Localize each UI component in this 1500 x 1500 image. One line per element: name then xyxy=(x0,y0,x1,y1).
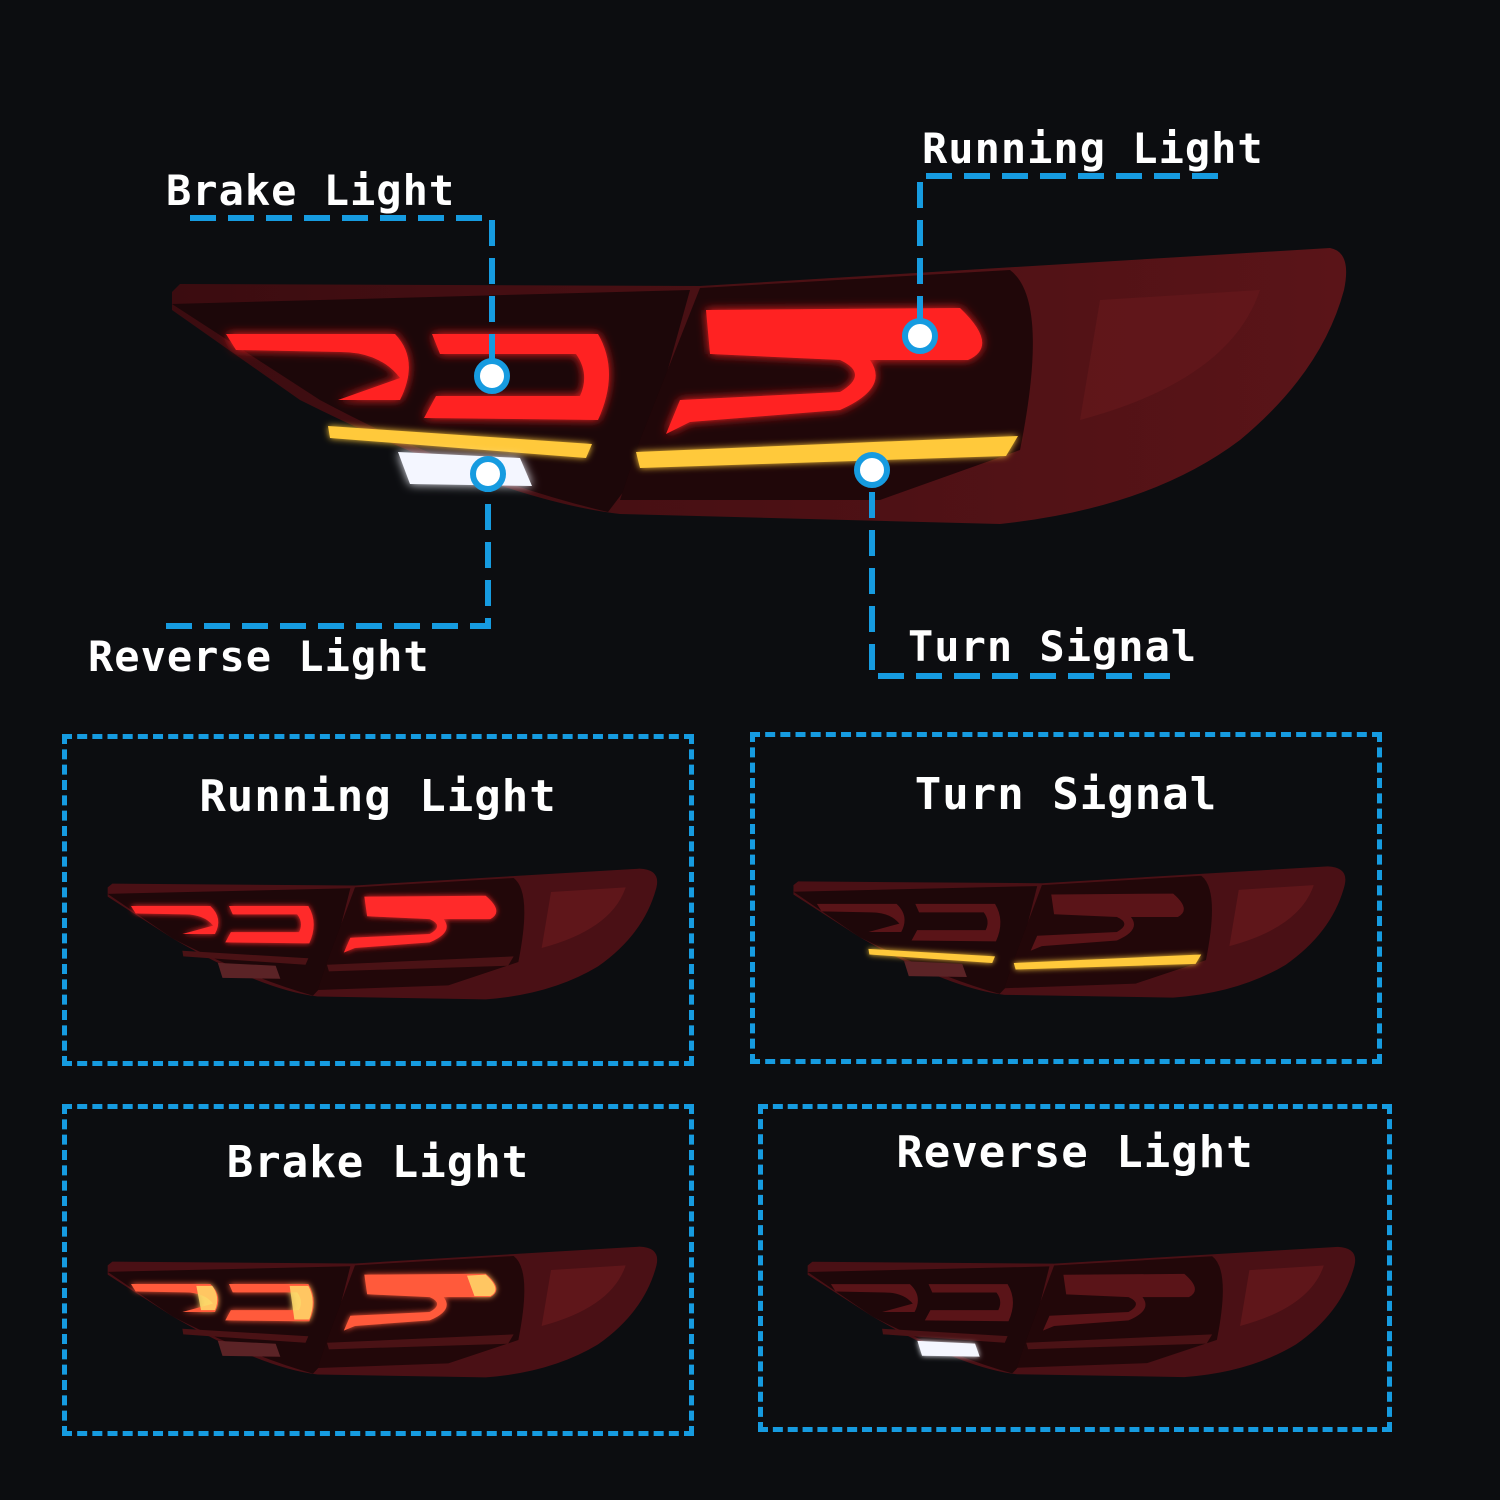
turn-bar-right xyxy=(1013,954,1202,970)
turn-bar-left xyxy=(868,948,995,963)
lamp-lens-inner xyxy=(343,1273,497,1331)
turn-marker-icon xyxy=(854,452,890,488)
tail-lamp-turn xyxy=(793,866,1346,998)
callout-lines xyxy=(166,173,1218,679)
brake-light-label: Brake Light xyxy=(166,166,456,215)
lamp-lens-inner xyxy=(1030,893,1184,951)
panel-reverse-light: Reverse Light xyxy=(758,1104,1392,1432)
lamp-lens-outer xyxy=(131,906,219,934)
lamp-reflector xyxy=(541,1265,626,1326)
lamp-lens-middle xyxy=(911,903,1001,942)
reverse-lens xyxy=(217,962,281,979)
panel-brake-light: Brake Light xyxy=(62,1104,694,1436)
callout-markers xyxy=(470,318,938,492)
lamp-reflector xyxy=(541,887,626,948)
panel-title: Turn Signal xyxy=(914,769,1218,820)
running-marker-icon xyxy=(902,318,938,354)
panel-turn-signal: Turn Signal xyxy=(750,732,1382,1064)
lamp-lens-outer xyxy=(830,1284,918,1312)
reverse-lens xyxy=(917,1340,980,1357)
turn-bar-right xyxy=(1026,1334,1213,1350)
lamp-reflector xyxy=(1240,1265,1324,1326)
turn-bar-left xyxy=(182,1328,309,1343)
panel-title: Reverse Light xyxy=(896,1127,1254,1178)
tail-lamp-running xyxy=(107,868,658,1000)
hero-illustration xyxy=(166,173,1347,679)
brake-highlight xyxy=(467,1274,496,1297)
turn-bar-left xyxy=(182,950,309,965)
tail-lamp-brake xyxy=(107,1246,658,1378)
panel-title: Brake Light xyxy=(226,1137,530,1188)
reverse-marker-icon xyxy=(470,456,506,492)
hero-tail-lamp xyxy=(172,248,1347,524)
lamp-lens-middle xyxy=(225,906,314,944)
lamp-lens-inner xyxy=(1042,1273,1195,1331)
turn-signal-label: Turn Signal xyxy=(908,622,1198,671)
brake-marker-icon xyxy=(474,358,510,394)
tail-lamp-reverse xyxy=(807,1246,1356,1378)
reverse-lens xyxy=(217,1340,281,1357)
brake-highlight xyxy=(289,1285,313,1320)
lamp-lens-outer xyxy=(131,1284,219,1312)
turn-bar-right xyxy=(327,956,514,972)
lamp-lens-inner xyxy=(343,895,497,953)
reverse-light-label: Reverse Light xyxy=(88,632,430,681)
lamp-lens-middle xyxy=(924,1284,1013,1322)
turn-bar-right xyxy=(327,1334,514,1350)
lamp-lens-outer xyxy=(816,903,905,932)
reverse-lens xyxy=(904,961,967,977)
brake-highlight xyxy=(196,1285,218,1311)
running-light-label: Running Light xyxy=(922,124,1264,173)
turn-bar-left xyxy=(882,1328,1008,1343)
lamp-lens-middle xyxy=(225,1284,314,1322)
lamp-reflector xyxy=(1229,885,1314,947)
panel-title: Running Light xyxy=(199,771,557,822)
panel-running-light: Running Light xyxy=(62,734,694,1066)
